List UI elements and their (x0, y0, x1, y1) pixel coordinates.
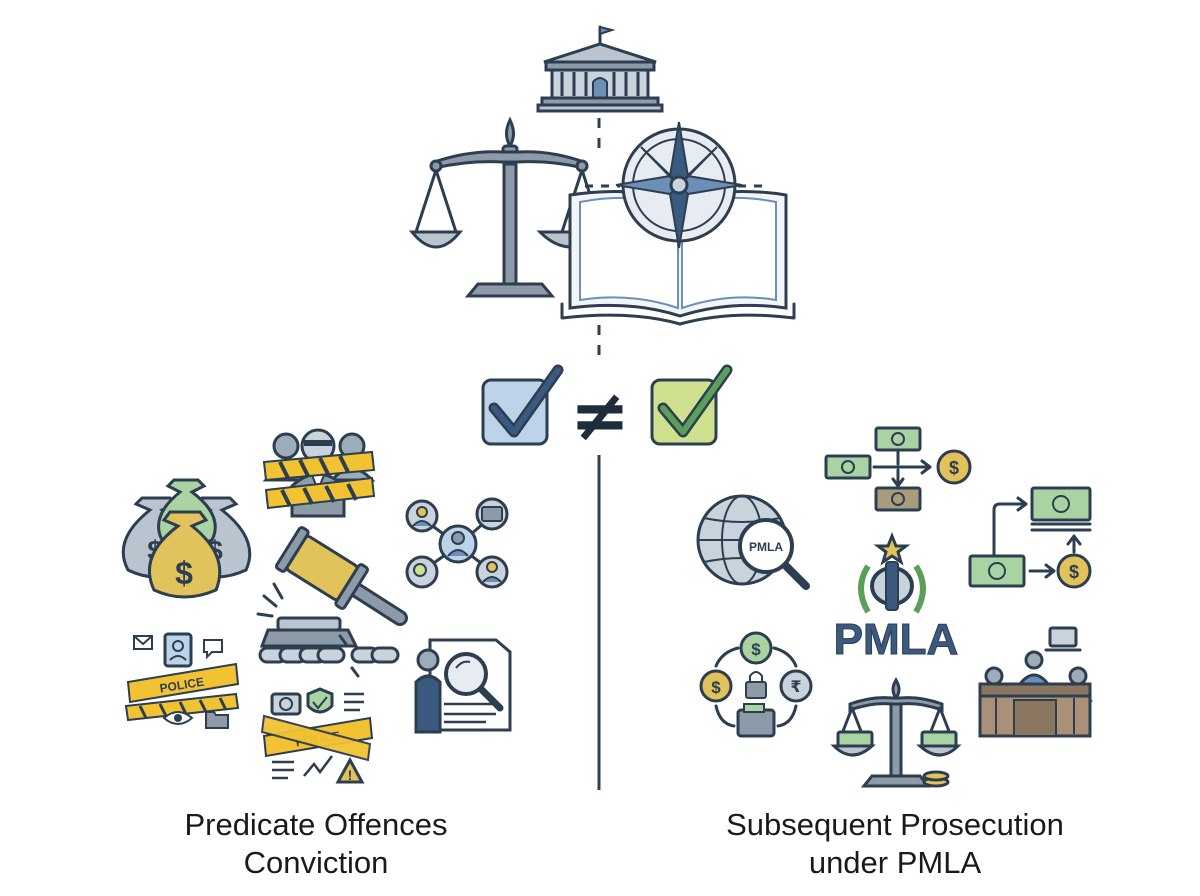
checkbox-green-icon (650, 364, 733, 446)
network-icon (405, 497, 509, 589)
surveillance-tape-icon: POLICE (124, 632, 240, 729)
money-cycle-icon: $ $ ₹ (699, 631, 813, 738)
money-flow-icon: $ (824, 426, 972, 512)
courtroom-icon (978, 626, 1094, 738)
svg-text:$: $ (711, 678, 721, 697)
cash-transfer-icon: $ (968, 486, 1092, 589)
gavel-icon (256, 526, 408, 648)
caption-left-line1: Predicate Offences (184, 807, 448, 842)
money-bags-icon: $ $ $ $ (121, 478, 252, 599)
pmla-title: PMLA (834, 615, 959, 664)
courthouse-icon (536, 25, 664, 113)
balance-cash-icon (830, 677, 962, 788)
svg-text:$: $ (751, 640, 761, 659)
checkbox-blue-icon (481, 364, 564, 446)
globe-search-icon: PMLA (696, 494, 810, 590)
compass-icon (615, 121, 743, 249)
investigator-icon (414, 638, 512, 734)
svg-text:POLICE: POLICE (159, 675, 205, 696)
caption-predicate-offences: Predicate Offences Conviction (106, 806, 526, 882)
broken-chain-icon (258, 634, 400, 678)
svg-text:PMLA: PMLA (749, 540, 783, 554)
caption-left-line2: Conviction (243, 845, 389, 880)
arrested-suspects-icon (262, 428, 376, 518)
svg-text:$: $ (949, 458, 959, 478)
caption-right-line1: Subsequent Prosecution (726, 807, 1064, 842)
svg-text:$: $ (175, 555, 193, 591)
caption-pmla-prosecution: Subsequent Prosecution under PMLA (685, 806, 1105, 882)
svg-text:!: ! (348, 767, 353, 783)
svg-text:₹: ₹ (790, 679, 801, 696)
open-book-icon (560, 184, 796, 326)
evidence-tape-icon: POLICE ! (260, 687, 374, 784)
caption-right-line2: under PMLA (808, 845, 982, 880)
emblem-icon (858, 531, 926, 614)
not-equal-sign: ≠ (570, 373, 630, 457)
svg-text:$: $ (1069, 562, 1079, 582)
